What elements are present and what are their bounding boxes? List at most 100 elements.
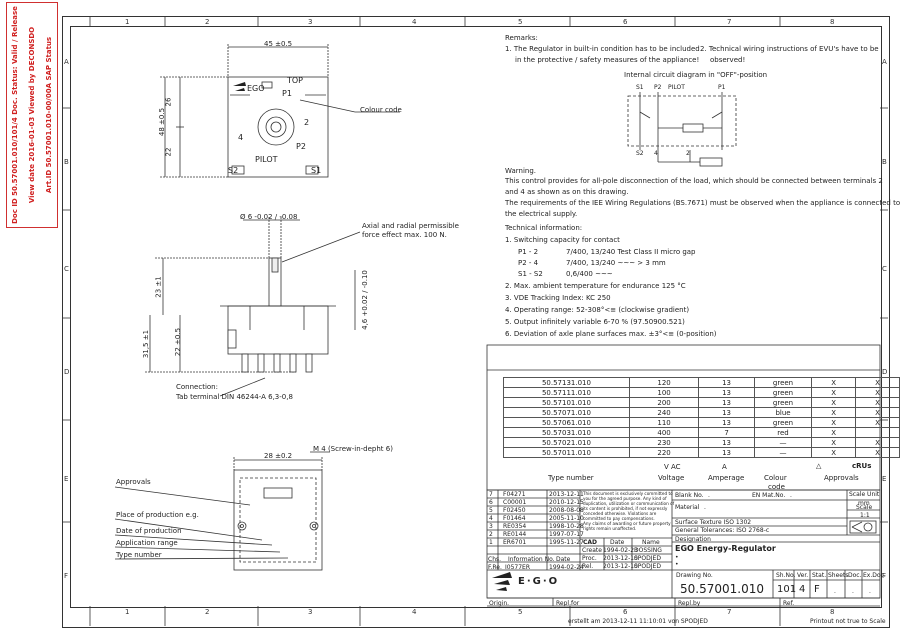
table-cell: X — [855, 437, 900, 448]
grid-row-D-l: D — [64, 368, 70, 376]
revision-cell: 1998-10-28 — [549, 523, 584, 530]
callout-type-number: Type number — [116, 551, 162, 559]
table-cell: 50.57061.010 — [503, 417, 630, 428]
table-cell: 50.57131.010 — [503, 377, 630, 388]
remark-1b: in the protective / safety measures of t… — [515, 56, 700, 64]
ego-logo-mark — [492, 572, 512, 591]
table-cell: X — [855, 377, 900, 388]
scale-value: 1:1 — [860, 512, 870, 519]
table-cell: X — [811, 417, 857, 428]
table-cell: 13 — [698, 437, 755, 448]
table-cell: 13 — [698, 377, 755, 388]
header-colour: Colour — [764, 474, 787, 482]
table-cell: X — [811, 427, 857, 438]
table-cell: 50.57111.010 — [503, 387, 630, 398]
general-tolerances: General Tolerances: ISO 2768-c — [675, 527, 770, 534]
cad-label: CAD — [583, 539, 598, 546]
side-view-body — [227, 305, 329, 355]
exdoc-label: Ex.Doc. — [863, 572, 886, 579]
grid-col-6-top: 6 — [623, 18, 628, 26]
grid-col-1-bot: 1 — [125, 608, 130, 616]
label-p1: P1 — [282, 89, 292, 98]
warning-line-3: The requirements of the IEE Wiring Regul… — [505, 199, 900, 207]
grid-row-C-r: C — [882, 265, 887, 273]
grid-row-A-r: A — [882, 58, 887, 66]
table-cell: X — [855, 447, 900, 458]
top-view-knob-inner — [265, 116, 287, 138]
dim-315: 31,5 ±1 — [142, 329, 151, 359]
header-a: A — [722, 463, 727, 471]
connection-desc: Tab terminal DIN 46244-A 6,3-0,8 — [176, 393, 293, 401]
version-value: 4 — [799, 584, 806, 595]
callout-place-of-production: Place of production e.g. — [116, 511, 199, 519]
tech-item-3: 3. VDE Tracking Index: KC 250 — [505, 294, 611, 302]
sheets-value: . — [834, 588, 836, 595]
material-label: Material — [675, 504, 700, 511]
label-pilot: PILOT — [255, 155, 278, 164]
table-cell: 50.57021.010 — [503, 437, 630, 448]
table-cell: 13 — [698, 387, 755, 398]
dim-shaft-diameter: Ø 6 -0.02 / -0.08 — [240, 213, 298, 221]
dim-top-width: 45 ±0.5 — [264, 40, 293, 48]
scale-unit-value: mm — [858, 500, 870, 507]
connection-label: Connection: — [176, 383, 218, 391]
approval-name-header: Name — [642, 539, 660, 546]
table-cell: 100 — [628, 387, 700, 398]
top-view-knob-outer — [257, 108, 295, 146]
designation-bullet-2: • — [675, 561, 679, 568]
warning-title: Warning. — [505, 167, 537, 175]
revision-cell: 7 — [489, 491, 493, 498]
label-p2: P2 — [296, 142, 306, 151]
grid-col-4-top: 4 — [412, 18, 417, 26]
status-value: F — [814, 584, 820, 595]
revision-cell: F02450 — [503, 507, 526, 514]
revision-cell: C00001 — [503, 499, 527, 506]
circuit-label-pilot: PILOT — [668, 84, 685, 91]
table-cell: X — [855, 387, 900, 398]
grid-row-C-l: C — [64, 265, 69, 273]
footer-created: erstellt am 2013-12-11 11:10:01 von SPOD… — [568, 618, 708, 625]
remark-2a: 2. Technical wiring instructions of EVU'… — [700, 45, 879, 53]
callout-force-1: Axial and radial permissible — [362, 222, 459, 230]
label-s2: S2 — [228, 166, 239, 175]
tech-item-1: 1. Switching capacity for contact — [505, 236, 620, 244]
material-value: . — [704, 504, 706, 511]
document-status-stamp: Doc ID 50.57001.010/101/4 Doc. Status: V… — [6, 2, 58, 228]
dim-top-height-lower: 22 — [164, 147, 173, 157]
header-type-number: Type number — [548, 474, 594, 482]
revision-cell: 5 — [489, 507, 493, 514]
rel-date: 2013-12-10 — [603, 563, 638, 570]
grid-col-2-top: 2 — [205, 18, 210, 26]
tech-item-4: 4. Operating range: 52-308°<≡ (clockwise… — [505, 306, 690, 314]
blank-no-value: . — [708, 492, 710, 499]
rev-header-chs: Chs. — [488, 556, 502, 563]
tech-item-1a-val: 7/400, 13/240 Test Class II micro gap — [566, 248, 696, 256]
table-cell: 7 — [698, 427, 755, 438]
table-cell: X — [811, 407, 857, 418]
revision-cell: 6 — [489, 499, 493, 506]
blank-no-label: Blank No. — [675, 492, 704, 499]
revision-cell: ER6701 — [503, 539, 527, 546]
circuit-label-s2: S2 — [636, 150, 644, 157]
scale-label: Scale — [856, 504, 873, 511]
grid-row-E-l: E — [64, 475, 69, 483]
revision-cell: 2013-12-11 — [549, 491, 584, 498]
warning-line-2: and 4 as shown as on this drawing. — [505, 188, 629, 196]
sheet-no-label: Sh.No. — [776, 572, 796, 579]
legal-notice: This document is exclusively committed t… — [583, 491, 675, 531]
rev-header-date: Date — [556, 556, 571, 563]
grid-col-4-bot: 4 — [412, 608, 417, 616]
remarks-title: Remarks: — [505, 34, 538, 42]
designation-bullet-1: • — [675, 554, 679, 561]
sheet-no-value: 101 — [777, 584, 797, 595]
header-amperage: Amperage — [708, 474, 745, 482]
tech-item-1c-val: 0,6/400 ~~~ — [566, 270, 613, 278]
grid-row-D-r: D — [882, 368, 888, 376]
callout-force-2: force effect max. 100 N. — [362, 231, 447, 239]
label-ego: EGO — [247, 84, 265, 93]
revision-cell: 2008-08-08 — [549, 507, 584, 514]
ego-logo-text: E·G·O — [518, 576, 560, 587]
